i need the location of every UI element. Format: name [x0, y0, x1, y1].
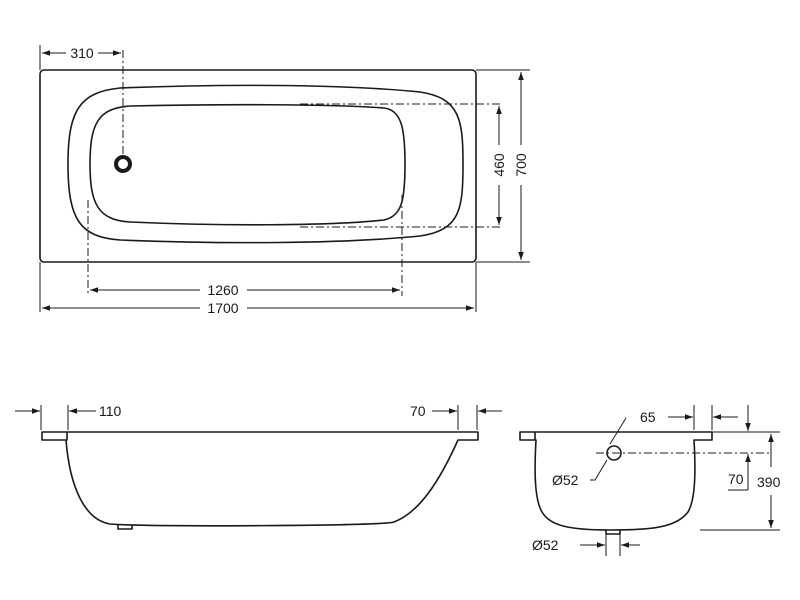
side-foot	[117, 524, 133, 530]
dim-rim-left: 110	[99, 403, 122, 419]
dim-drain-offset: 310	[70, 45, 94, 61]
dim-inner-length: 1260	[207, 282, 238, 298]
tub-rim-outline	[67, 84, 464, 244]
dim-outer-width: 700	[513, 153, 529, 177]
dim-rim-right: 70	[410, 403, 426, 419]
top-view: 310 1260 1700 460 700	[39, 45, 530, 316]
dim-rim-end: 65	[640, 409, 656, 425]
dim-inner-width: 460	[491, 153, 507, 177]
side-view: 110 70	[15, 403, 502, 530]
dim-outer-length: 1700	[207, 300, 238, 316]
tub-basin-outline	[89, 103, 406, 226]
tub-outer-outline	[39, 69, 477, 263]
dim-overflow-height: 70	[728, 471, 744, 487]
end-profile	[519, 431, 713, 531]
end-view: Ø52 65 70 390 Ø52	[519, 405, 781, 556]
end-foot	[605, 529, 621, 535]
dim-total-height: 390	[757, 474, 781, 490]
dim-drain-diameter: Ø52	[532, 537, 559, 553]
side-profile	[41, 431, 479, 527]
dim-overflow-diameter: Ø52	[552, 472, 579, 488]
drain-hole	[114, 155, 132, 173]
